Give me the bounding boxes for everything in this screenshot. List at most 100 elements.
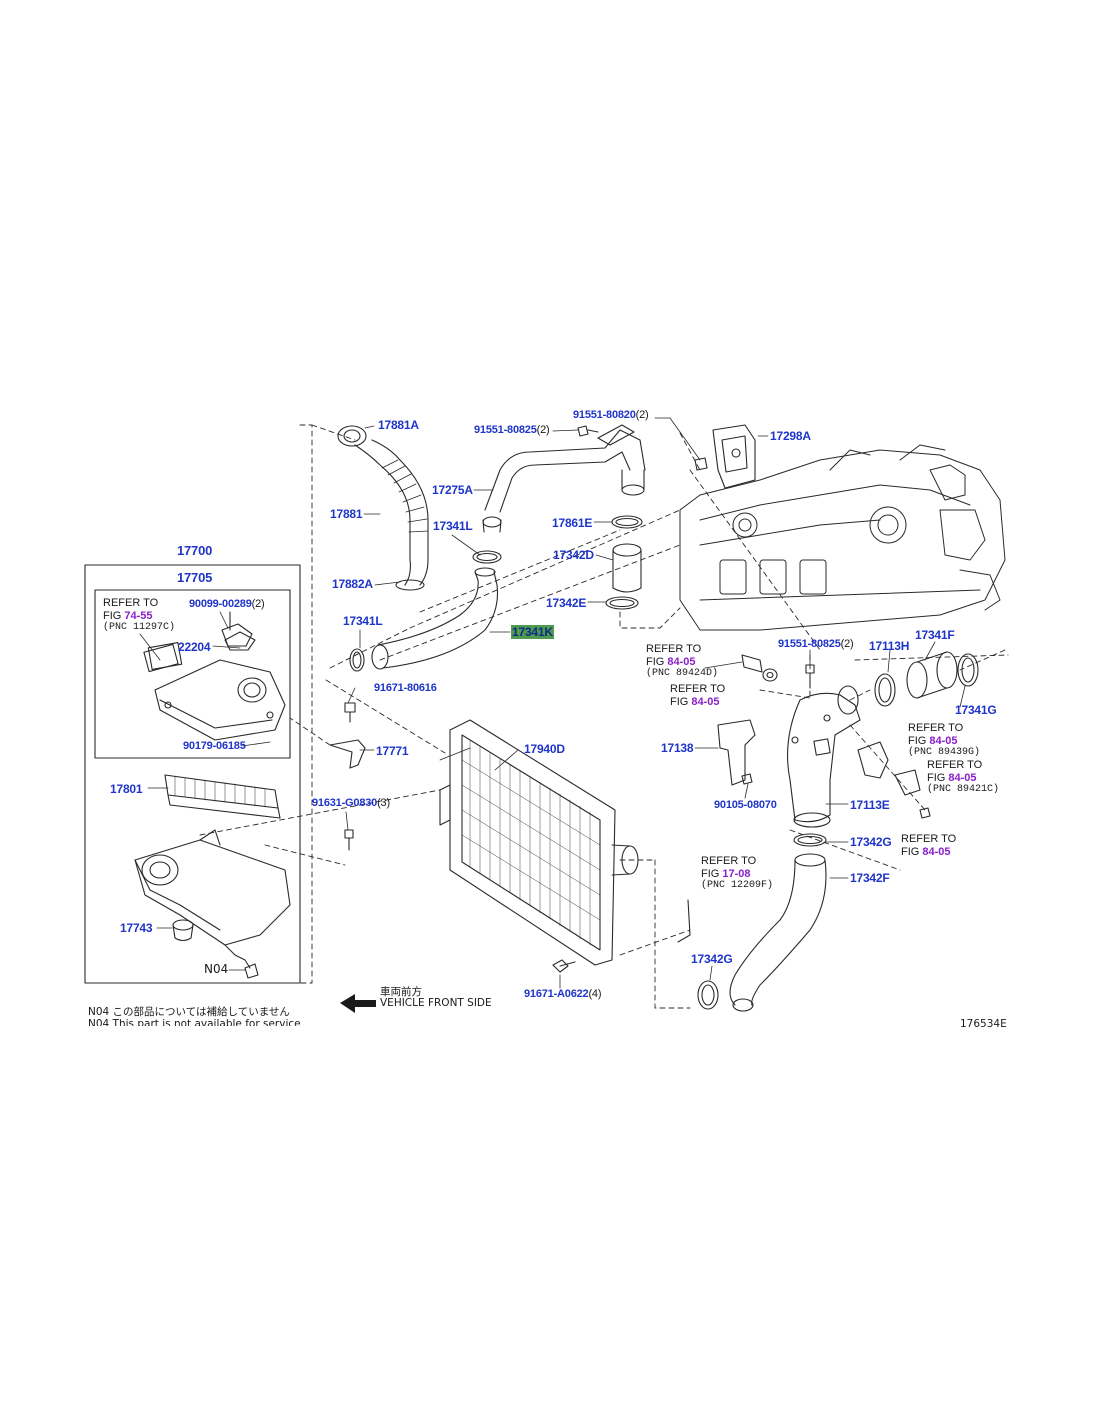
part-17342D[interactable]: 17342D (553, 548, 594, 562)
part-N04[interactable]: N04 (204, 962, 229, 976)
clamp-17113H-drawing (874, 673, 896, 707)
intercooler-17940D-drawing (439, 719, 639, 966)
part-91671-A0622[interactable]: 91671-A0622(4) (524, 988, 602, 1000)
refer-to-fig-84-05-c: REFER TO FIG 84-05 (PNC 89439G) (908, 722, 980, 760)
part-17700[interactable]: 17700 (177, 543, 213, 558)
part-17940D[interactable]: 17940D (524, 742, 565, 756)
refer-to-text: REFER TO (901, 833, 957, 845)
bracket-17771-drawing (329, 739, 366, 769)
part-number: 91551-80825 (474, 424, 537, 436)
refer-to-fig-84-05-b: REFER TO FIG 84-05 (670, 683, 725, 708)
air-cleaner-assembly-frame (84, 564, 301, 984)
part-91671-80616[interactable]: 91671-80616 (374, 682, 437, 694)
part-17882A[interactable]: 17882A (332, 577, 373, 591)
note-n04-en-cropped: N04 This part is not available for servi… (88, 1018, 348, 1026)
quantity: (2) (840, 638, 854, 650)
hose-17881-drawing (337, 425, 429, 591)
part-91551-80820[interactable]: 91551-80820(2) (573, 409, 649, 421)
part-17341G-right[interactable]: 17341G (955, 703, 997, 717)
fig-link-84-05[interactable]: 84-05 (691, 695, 720, 708)
engine-block-drawing (679, 444, 1006, 631)
clamp-17341L-upper-drawing (472, 550, 502, 564)
part-17341L-upper[interactable]: 17341L (433, 519, 473, 533)
pipe-17275A-drawing (482, 424, 646, 533)
fig-line: FIG 84-05 (927, 772, 999, 785)
quantity: (4) (588, 988, 602, 1000)
pnc-code: (PNC 89439G) (908, 747, 981, 758)
part-17881A[interactable]: 17881A (378, 418, 419, 432)
refer-to-text: REFER TO (908, 722, 964, 734)
bracket-17138-drawing (717, 719, 756, 786)
part-17298A[interactable]: 17298A (770, 429, 811, 443)
part-22204[interactable]: 22204 (178, 640, 211, 654)
fig-link-84-05[interactable]: 84-05 (667, 655, 696, 668)
part-17881[interactable]: 17881 (330, 507, 363, 521)
fig-prefix: FIG (908, 734, 930, 747)
air-cleaner-case-drawing (134, 829, 291, 969)
part-91551-80825-top[interactable]: 91551-80825(2) (474, 424, 550, 436)
part-17861E[interactable]: 17861E (552, 516, 593, 530)
part-90179-06185[interactable]: 90179-06185 (183, 740, 246, 752)
part-91551-80825-lower[interactable]: 91551-80825(2) (778, 638, 854, 650)
fig-prefix: FIG (103, 609, 125, 622)
part-17113E[interactable]: 17113E (850, 798, 890, 812)
quantity: (2) (635, 409, 649, 421)
vehicle-front-jp: 車両前方 (380, 986, 422, 998)
hose-17341F-drawing (906, 651, 958, 699)
bracket-17298A-drawing (712, 424, 756, 489)
part-17342G-upper[interactable]: 17342G (850, 835, 892, 849)
fig-link-84-05[interactable]: 84-05 (922, 845, 951, 858)
quantity: (3) (377, 797, 390, 809)
illustration-id-cropped: 176534E (960, 1018, 1020, 1027)
air-cleaner-cap-drawing (147, 631, 286, 741)
part-17342G-lower[interactable]: 17342G (691, 952, 733, 966)
fig-link-84-05[interactable]: 84-05 (948, 771, 977, 784)
part-17138[interactable]: 17138 (661, 741, 694, 755)
part-17342E[interactable]: 17342E (546, 596, 587, 610)
fig-prefix: FIG (901, 845, 923, 858)
part-17801[interactable]: 17801 (110, 782, 143, 796)
plug-17743-drawing (172, 919, 194, 942)
refer-to-fig-84-05-e: REFER TO FIG 84-05 (901, 833, 956, 858)
part-17341F[interactable]: 17341F (915, 628, 955, 642)
part-number: 91631-G0830 (312, 797, 378, 809)
clamp-17342G-upper-drawing (793, 833, 827, 847)
part-17275A[interactable]: 17275A (432, 483, 473, 497)
refer-to-text: REFER TO (103, 597, 159, 609)
sensor-89424D-drawing (741, 654, 778, 682)
air-filter-drawing (164, 774, 281, 819)
air-cleaner-cap-frame (94, 589, 291, 759)
clamp-17341L-lower-drawing (349, 648, 365, 672)
part-number: 91551-80825 (778, 638, 841, 650)
label-leaders (139, 417, 966, 989)
refer-to-text: REFER TO (927, 759, 983, 771)
sleeve-17342D-drawing (612, 543, 642, 593)
refer-to-fig-84-05-a: REFER TO FIG 84-05 (PNC 89424D) (646, 643, 718, 681)
part-90099-00289[interactable]: 90099-00289(2) (189, 598, 265, 610)
part-17771[interactable]: 17771 (376, 744, 409, 758)
part-number: 90099-00289 (189, 598, 252, 610)
vehicle-front-arrow-icon (340, 994, 376, 1013)
quantity: (2) (251, 598, 265, 610)
part-17113H[interactable]: 17113H (869, 639, 910, 653)
part-17705[interactable]: 17705 (177, 570, 213, 585)
refer-to-text: REFER TO (646, 643, 702, 655)
fig-line: FIG 74-55 (103, 610, 175, 623)
part-17341K-highlighted[interactable]: 17341K (511, 625, 554, 639)
fig-link-84-05[interactable]: 84-05 (929, 734, 958, 747)
part-17341L-lower[interactable]: 17341L (343, 614, 383, 628)
part-90105-08070[interactable]: 90105-08070 (714, 799, 777, 811)
fig-link-74-55[interactable]: 74-55 (124, 609, 153, 622)
clamp-17342E-drawing (605, 596, 639, 610)
fig-link-17-08[interactable]: 17-08 (722, 867, 751, 880)
fig-line: FIG 84-05 (908, 735, 980, 748)
part-number: 91551-80820 (573, 409, 636, 421)
dashed-leaders (199, 424, 1009, 1009)
part-17743[interactable]: 17743 (120, 921, 153, 935)
part-17342F[interactable]: 17342F (850, 871, 890, 885)
part-91631-G0830[interactable]: 91631-G0830(3) (312, 797, 390, 809)
illustration-id: 176534E (960, 1018, 1007, 1027)
fig-prefix: FIG (927, 771, 949, 784)
note-n04-en: N04 This part is not available for servi… (88, 1018, 301, 1026)
